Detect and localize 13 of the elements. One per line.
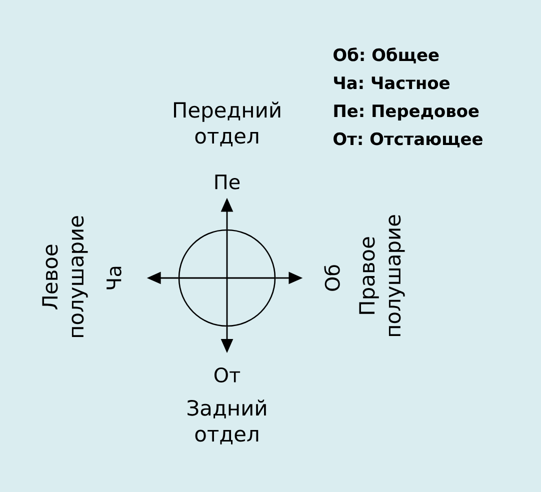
region-label: Передний отдел xyxy=(174,102,280,146)
direction-label: Пе xyxy=(215,174,240,190)
direction-label: Об xyxy=(324,265,340,291)
key-entry: Ча: Частное xyxy=(334,76,450,90)
crossed-circle xyxy=(178,229,276,327)
direction-label: Ча xyxy=(106,266,122,290)
region-label: Правое полушарие xyxy=(359,215,405,336)
direction-label: От xyxy=(214,367,240,383)
key-entry: От: Отстающее xyxy=(334,132,482,148)
region-label: Задний отдел xyxy=(188,400,266,444)
region-label: Левое полушарие xyxy=(42,216,88,338)
key-entry: Пе: Передовое xyxy=(334,104,479,120)
key-entry: Об: Общее xyxy=(334,48,439,64)
